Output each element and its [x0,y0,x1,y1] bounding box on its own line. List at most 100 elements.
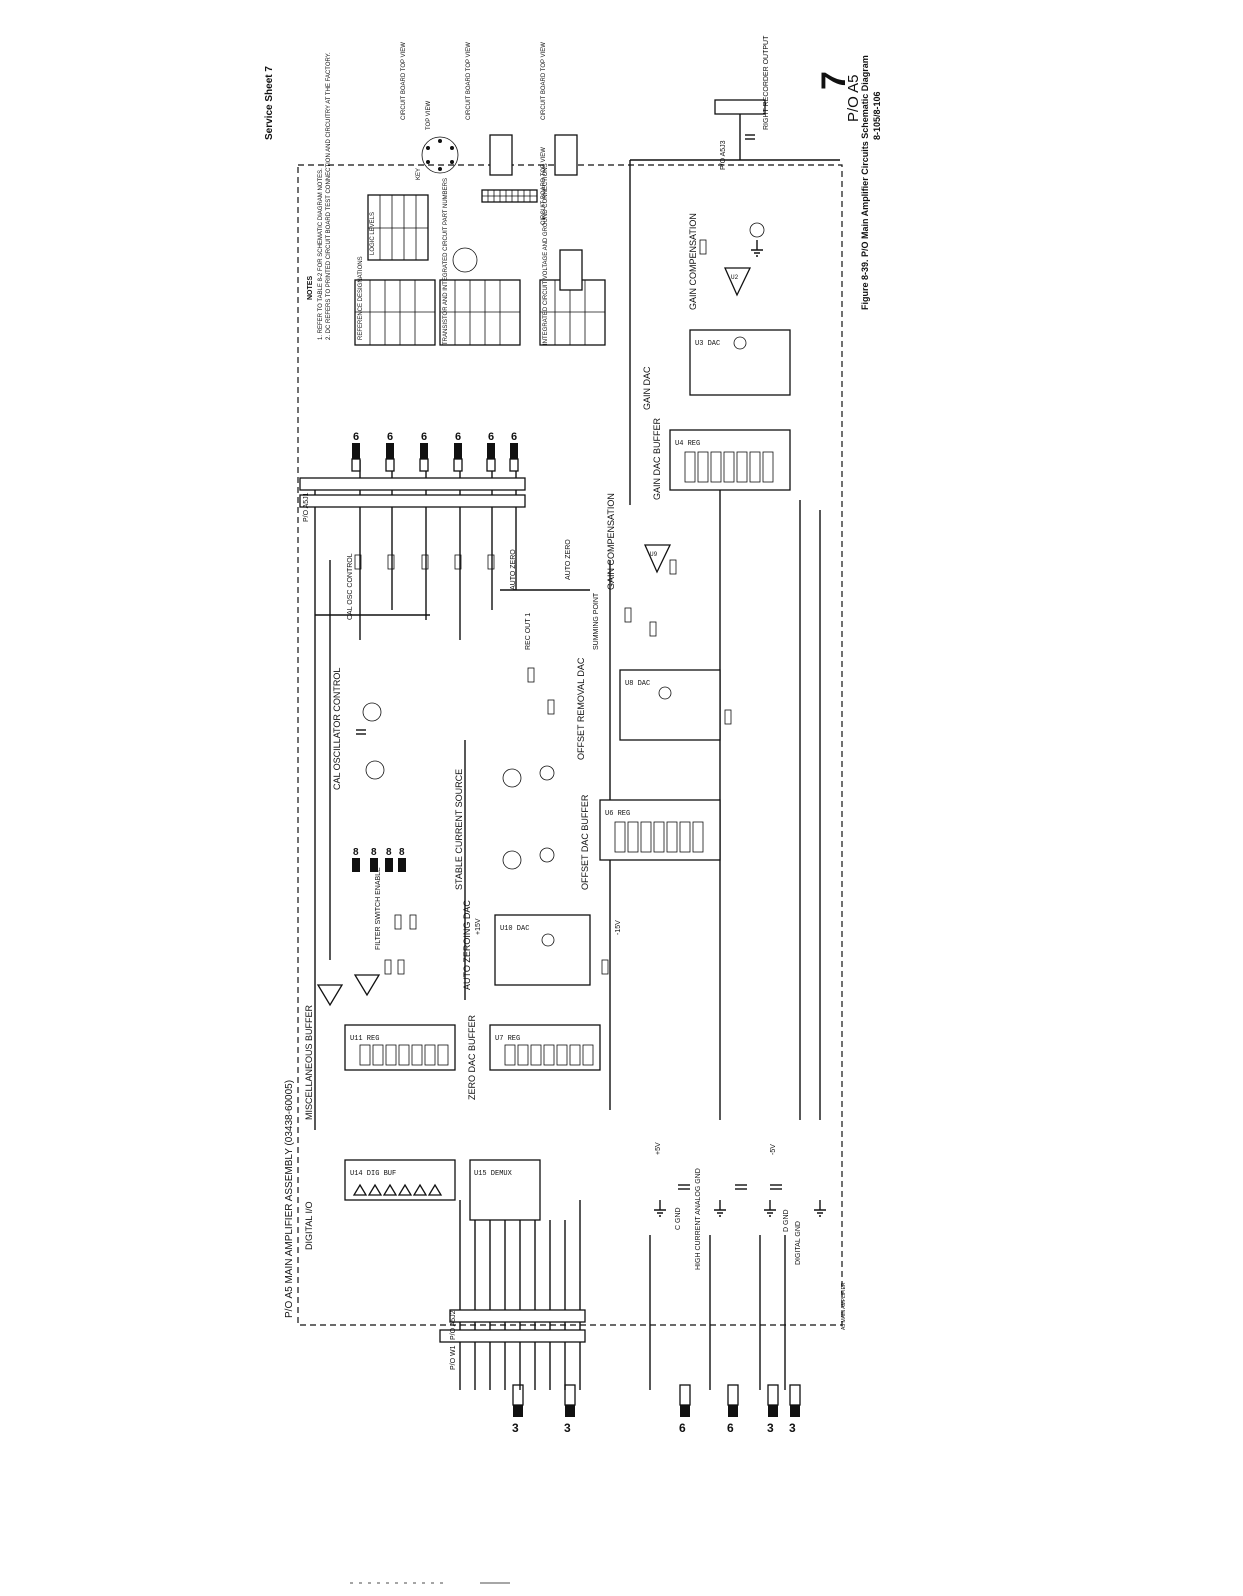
pinout-circuit-board-3: CIRCUIT BOARD TOP VIEW [541,42,547,120]
chip-u7 [489,1024,601,1071]
chip-u3-label: U3 DAC [695,340,720,348]
svg-text:6: 6 [387,431,393,443]
connector-w1-label: P/O W1 [450,1345,457,1370]
u3-summing-node [733,336,747,350]
u8-summing-node [658,686,672,700]
svg-text:6: 6 [727,1421,734,1435]
connector-j3-label: P/O A5J3 [720,140,727,170]
note-1: 1. REFER TO TABLE 8-2 FOR SCHEMATIC DIAG… [318,168,324,340]
opamp-u9-label: U9 [650,551,658,558]
pinout-transistor [452,247,478,273]
signal-auto-zero: AUTO ZERO [510,549,517,590]
table-ic-title: INTEGRATED CIRCUIT VOLTAGE AND GROUND CO… [543,163,549,345]
table-ref-title: REFERENCE DESIGNATIONS [358,256,364,340]
capacitors [356,134,782,1190]
note-2: 2. DC REFERS TO PRINTED CIRCUIT BOARD TE… [326,52,332,340]
connector-j1-upper [299,494,526,508]
u4-ff-cells [684,451,774,483]
pinout-circuit-board-2: CIRCUIT BOARD TOP VIEW [466,42,472,120]
svg-text:6: 6 [511,431,517,443]
connector-w1-lower [439,1329,586,1343]
resistors [354,239,732,975]
connector-j2-label: P/O A5J2 [450,1310,457,1340]
signal-digital-gnd: DIGITAL GND [795,1221,802,1265]
signal-high-current-gnd: HIGH CURRENT ANALOG GND [695,1168,702,1270]
svg-text:8: 8 [371,847,377,858]
ground-symbols [654,240,826,1217]
table-ref-rules [355,280,435,345]
drawing-note: A5 MAIN AMPLIFIER [841,1282,847,1330]
supply-plus-15: +15V [475,918,482,935]
block-offset-removal-dac: OFFSET REMOVAL DAC [576,657,586,760]
block-gain-compensation-1: GAIN COMPENSATION [606,493,616,590]
table-logic-rules [368,195,428,260]
svg-text:6: 6 [679,1421,686,1435]
opamp-u9 [643,544,672,574]
svg-text:3: 3 [564,1421,571,1435]
pinout-round-pins [426,139,454,171]
connector-output [714,99,766,115]
service-sheet-label: Service Sheet 7 [264,66,275,140]
table-reference-designations [354,279,436,346]
pinout-circuit-board-1: CIRCUIT BOARD TOP VIEW [401,42,407,120]
chip-u11-label: U11 REG [350,1035,379,1043]
chip-u8-label: U8 DAC [625,680,650,688]
table-p1-rules [482,190,537,202]
u14-buffers [352,1183,443,1196]
table-ic-rules [540,280,605,345]
opamp-u2-label: U2 [731,274,739,281]
connector-j1-label: P/O A5J1 [303,492,310,522]
misc-sheet-refs: 8 8 8 8 [352,847,406,872]
block-gain-dac-buffer: GAIN DAC BUFFER [652,417,662,500]
signal-d-gnd: D GND [783,1209,790,1232]
svg-text:3: 3 [789,1421,796,1435]
right-sheet-refs: 6 6 6 6 6 6 [351,431,519,472]
notes-title: NOTES [307,276,314,300]
connector-j2 [449,1309,586,1323]
block-gain-compensation-2: GAIN COMPENSATION [688,213,698,310]
block-zero-dac-buffer: ZERO DAC BUFFER [467,1014,477,1100]
lower-bus-lines [459,1200,786,1390]
svg-text:3: 3 [767,1421,774,1435]
figure-pages: 8-105/8-106 [872,91,882,140]
supply-minus-15: -15V [615,920,622,935]
chip-u8 [619,669,721,741]
pinout-dip-1 [489,134,513,176]
block-stable-current-source: STABLE CURRENT SOURCE [454,769,464,890]
opamp-misc-1 [316,984,344,1007]
chip-u15-label: U15 DEMUX [474,1170,513,1178]
u7-ff-cells [504,1044,594,1066]
pinout-round-package [421,136,459,174]
block-misc-buffer: MISCELLANEOUS BUFFER [304,1004,314,1120]
chip-u3 [689,329,791,396]
chip-u10 [494,914,591,986]
figure-caption: Figure 8-39. P/O Main Amplifier Circuits… [860,55,870,310]
chip-u7-label: U7 REG [495,1035,520,1043]
supply-minus-5: -5V [770,1144,777,1155]
chip-u15 [469,1159,541,1221]
chip-u10-label: U10 DAC [500,925,529,933]
chip-u14-label: U14 DIG BUF [350,1170,396,1178]
opamp-misc-2 [353,974,381,997]
signal-c-gnd: C GND [675,1207,682,1230]
table-logic-levels [367,194,429,261]
block-cal-osc-control: CAL OSCILLATOR CONTROL [332,668,342,790]
connector-w1-upper [299,477,526,491]
supply-plus-5: +5V [655,1142,662,1155]
signal-summing-point: SUMMING POINT [593,592,600,650]
assembly-ref: P/O A5 [845,74,862,122]
signal-filter-switch-enable: FILTER SWITCH ENABLE [375,867,382,950]
svg-text:8: 8 [386,847,392,858]
svg-text:6: 6 [421,431,427,443]
table-part-title: TRANSISTOR AND INTEGRATED CIRCUIT PART N… [443,178,449,345]
assembly-title: P/O A5 MAIN AMPLIFIER ASSEMBLY (03438-60… [284,1080,295,1318]
chip-u6 [599,799,721,861]
lower-sheet-refs: 3 3 6 6 3 3 [512,1384,801,1435]
block-offset-dac-buffer: OFFSET DAC BUFFER [580,794,590,890]
signal-rec-out-1: REC OUT 1 [525,613,532,650]
pinout-dip-2 [554,134,578,176]
chip-u11 [344,1024,456,1071]
pinout-top-view: TOP VIEW [426,101,432,130]
